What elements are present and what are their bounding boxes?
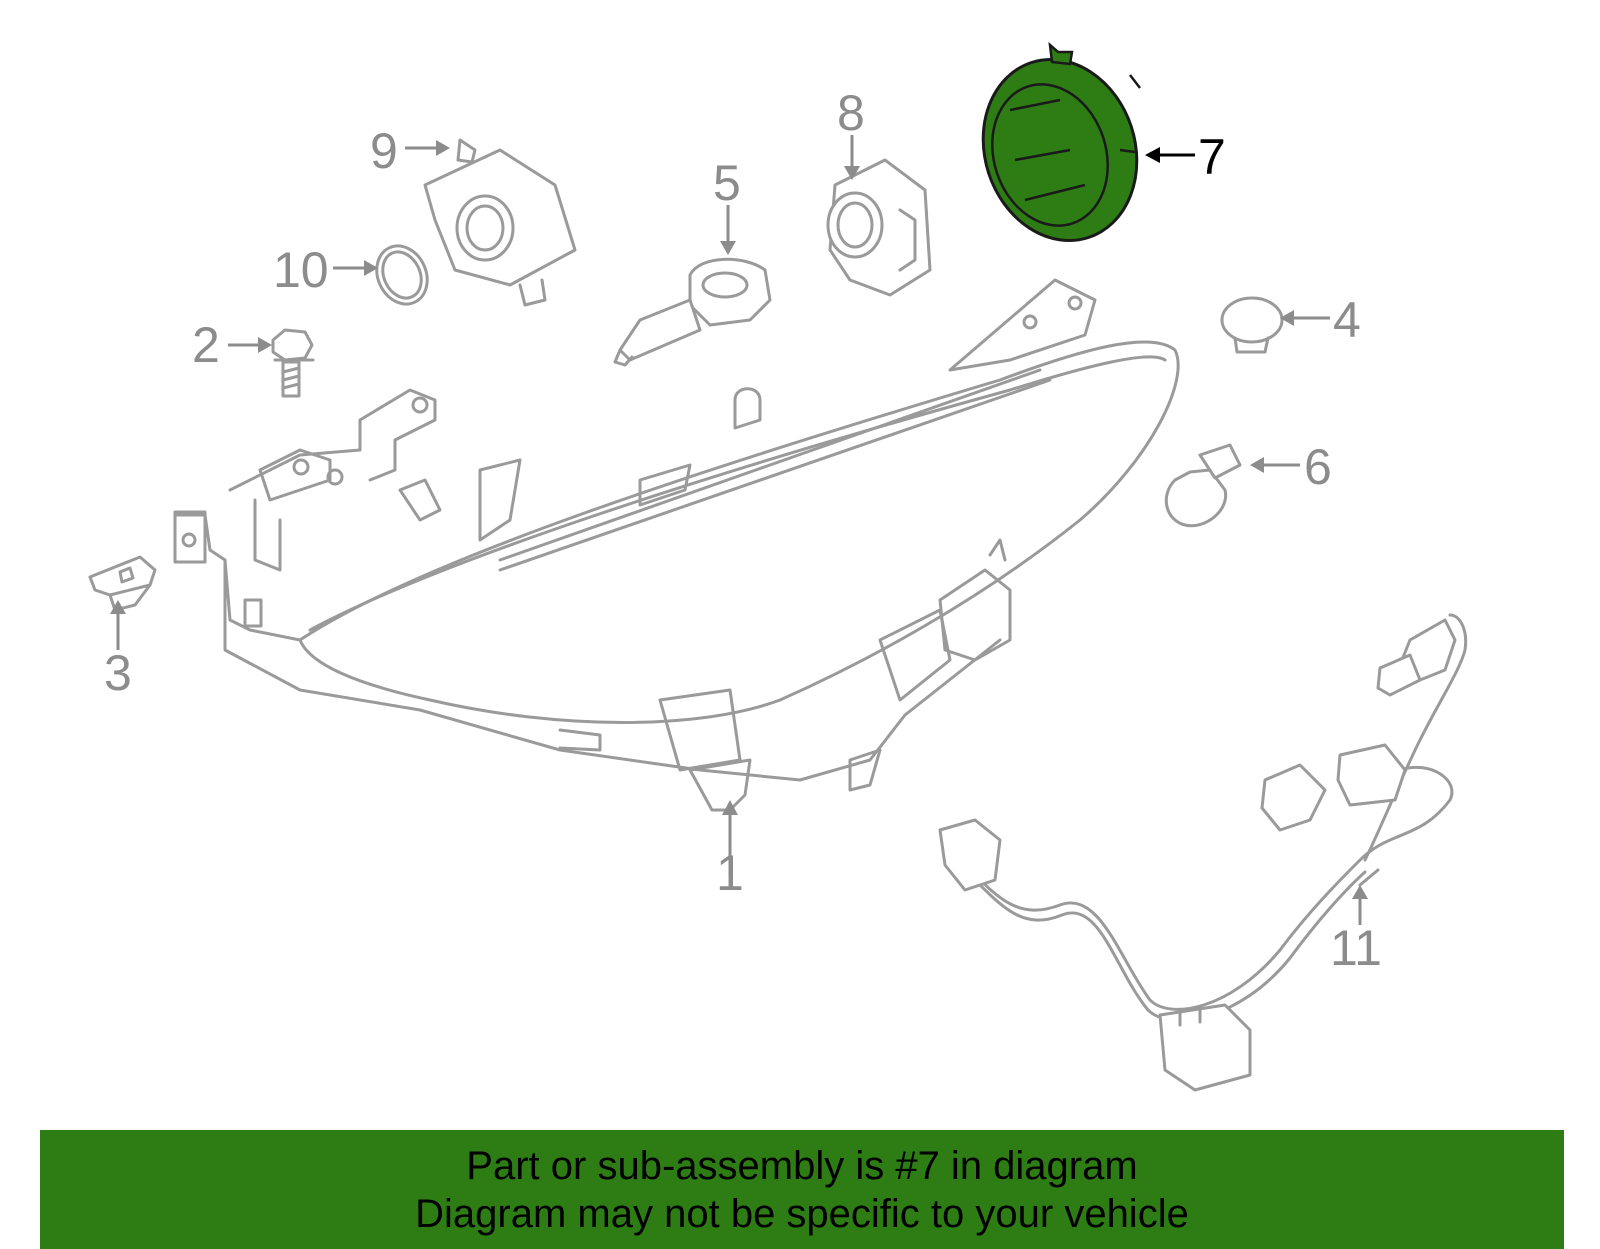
info-banner: Part or sub-assembly is #7 in diagram Di… [40, 1130, 1564, 1249]
o-ring-part-10 [375, 244, 429, 306]
bulb-part-5 [613, 257, 772, 367]
small-bulb-part-6 [1164, 443, 1242, 528]
callout-4: 4 [1333, 292, 1361, 348]
headlamp-assembly-part-1 [173, 278, 1180, 812]
callout-7-highlighted: 7 [1198, 129, 1226, 185]
bolt-part-2 [271, 328, 315, 398]
leader-11-arrowhead [1352, 885, 1368, 899]
callout-1: 1 [716, 845, 744, 901]
banner-line-part-info: Part or sub-assembly is #7 in diagram [466, 1143, 1138, 1188]
leader-9-arrowhead [436, 140, 450, 156]
clip-part-3 [88, 555, 157, 612]
cap-part-4 [1220, 296, 1284, 354]
leader-6-arrowhead [1250, 457, 1264, 473]
banner-line-disclaimer: Diagram may not be specific to your vehi… [415, 1191, 1189, 1236]
leader-5-arrowhead [720, 241, 736, 255]
callout-11: 11 [1330, 920, 1382, 976]
callout-6: 6 [1304, 439, 1332, 495]
callout-9: 9 [370, 123, 398, 179]
cover-part-7-highlighted [981, 41, 1141, 243]
callout-3: 3 [104, 645, 132, 701]
leader-7-arrowhead [1145, 147, 1160, 163]
module-part-9 [423, 138, 577, 307]
leader-1-arrowhead [722, 800, 738, 815]
socket-part-8 [826, 158, 932, 297]
wiring-harness-part-11 [938, 613, 1468, 1092]
leader-10-arrowhead [364, 260, 378, 276]
callout-5: 5 [713, 155, 741, 211]
callout-10: 10 [273, 242, 329, 298]
callout-2: 2 [192, 317, 220, 373]
leader-3-arrowhead [110, 600, 126, 614]
callout-8: 8 [837, 85, 865, 141]
leader-8-arrowhead [844, 166, 860, 180]
leader-2-arrowhead [258, 337, 272, 353]
leader-arrows [110, 135, 1368, 925]
leader-4-arrowhead [1280, 310, 1294, 326]
